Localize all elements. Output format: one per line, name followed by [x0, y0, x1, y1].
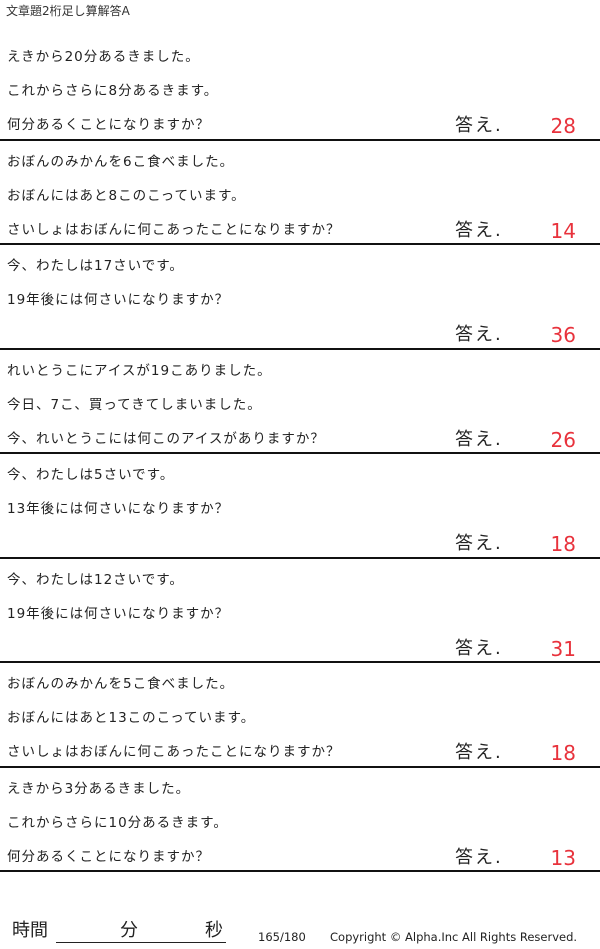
problem-question-line: 何分あるくことになりますか？	[7, 117, 210, 133]
problem-text-line: おぼんのみかんを5こ食べました。	[7, 676, 235, 692]
problem-question-line: 何分あるくことになりますか？	[7, 848, 210, 865]
problem-text-line: えきから20分あるきました。	[7, 49, 200, 65]
problem-text-line: 今日、7こ、買ってきてしまいました。	[7, 396, 262, 413]
answer-label: 答え.	[455, 324, 503, 345]
problem-text-line: 今、わたしは5さいです。	[7, 467, 175, 483]
answer-label: 答え.	[455, 742, 503, 763]
problem-question-line: 19年後には何さいになりますか？	[7, 605, 230, 622]
problem-text-line: 今、わたしは12さいです。	[7, 571, 184, 588]
problem-text-line: れいとうこにアイスが19こありました。	[7, 362, 272, 379]
answer-label: 答え.	[455, 846, 503, 868]
problem-8: えきから3分あるきました。 これからさらに10分あるきます。 何分あるくことにな…	[0, 768, 600, 872]
footer: 時間 分 秒 165/180 Copyright © Alpha.Inc All…	[0, 918, 600, 948]
answer-value: 31	[550, 636, 576, 661]
second-label: 秒	[205, 920, 223, 941]
time-entry-underline	[56, 942, 226, 943]
answer-label: 答え.	[455, 637, 503, 659]
answer-value: 14	[550, 218, 576, 243]
copyright-notice: Copyright © Alpha.Inc All Rights Reserve…	[330, 930, 578, 944]
problem-question-line: 13年後には何さいになりますか？	[7, 501, 230, 517]
answer-value: 36	[550, 323, 576, 347]
answer-label: 答え.	[455, 533, 503, 554]
problem-5: 今、わたしは5さいです。 13年後には何さいになりますか？ 答え. 18	[0, 454, 600, 559]
answer-label: 答え.	[455, 428, 503, 450]
problem-7: おぼんのみかんを5こ食べました。 おぼんにはあと13このこっています。 さいしょ…	[0, 663, 600, 768]
answer-label: 答え.	[455, 115, 503, 136]
problem-text-line: これからさらに10分あるきます。	[7, 814, 228, 831]
worksheet-title: 文章題2桁足し算解答A	[6, 4, 130, 18]
problem-question-line: 今、れいとうこには何このアイスがありますか？	[7, 430, 325, 447]
problem-3: 今、わたしは17さいです。 19年後には何さいになりますか？ 答え. 36	[0, 245, 600, 350]
problem-text-line: おぼんにはあと8このこっています。	[7, 187, 246, 204]
problem-text-line: 今、わたしは17さいです。	[7, 258, 184, 274]
problem-6: 今、わたしは12さいです。 19年後には何さいになりますか？ 答え. 31	[0, 559, 600, 663]
answer-value: 26	[550, 427, 576, 452]
answer-value: 28	[550, 114, 576, 138]
page-counter: 165/180	[258, 930, 306, 944]
problem-text-line: おぼんのみかんを6こ食べました。	[7, 153, 235, 170]
problem-question-line: さいしょはおぼんに何こあったことになりますか？	[7, 221, 341, 238]
problem-1: えきから20分あるきました。 これからさらに8分あるきます。 何分あるくことにな…	[0, 36, 600, 141]
problem-text-line: えきから3分あるきました。	[7, 780, 191, 797]
problem-question-line: 19年後には何さいになりますか？	[7, 292, 230, 308]
answer-value: 18	[550, 741, 576, 765]
problem-question-line: さいしょはおぼんに何こあったことになりますか？	[7, 744, 341, 760]
minute-label: 分	[120, 920, 138, 941]
problem-list: えきから20分あるきました。 これからさらに8分あるきます。 何分あるくことにな…	[0, 36, 600, 872]
answer-value: 18	[550, 532, 576, 556]
answer-value: 13	[550, 845, 576, 870]
time-label: 時間	[12, 920, 48, 941]
answer-label: 答え.	[455, 219, 503, 241]
problem-text-line: これからさらに8分あるきます。	[7, 83, 219, 99]
problem-4: れいとうこにアイスが19こありました。 今日、7こ、買ってきてしまいました。 今…	[0, 350, 600, 454]
problem-2: おぼんのみかんを6こ食べました。 おぼんにはあと8このこっています。 さいしょは…	[0, 141, 600, 245]
problem-text-line: おぼんにはあと13このこっています。	[7, 710, 256, 726]
